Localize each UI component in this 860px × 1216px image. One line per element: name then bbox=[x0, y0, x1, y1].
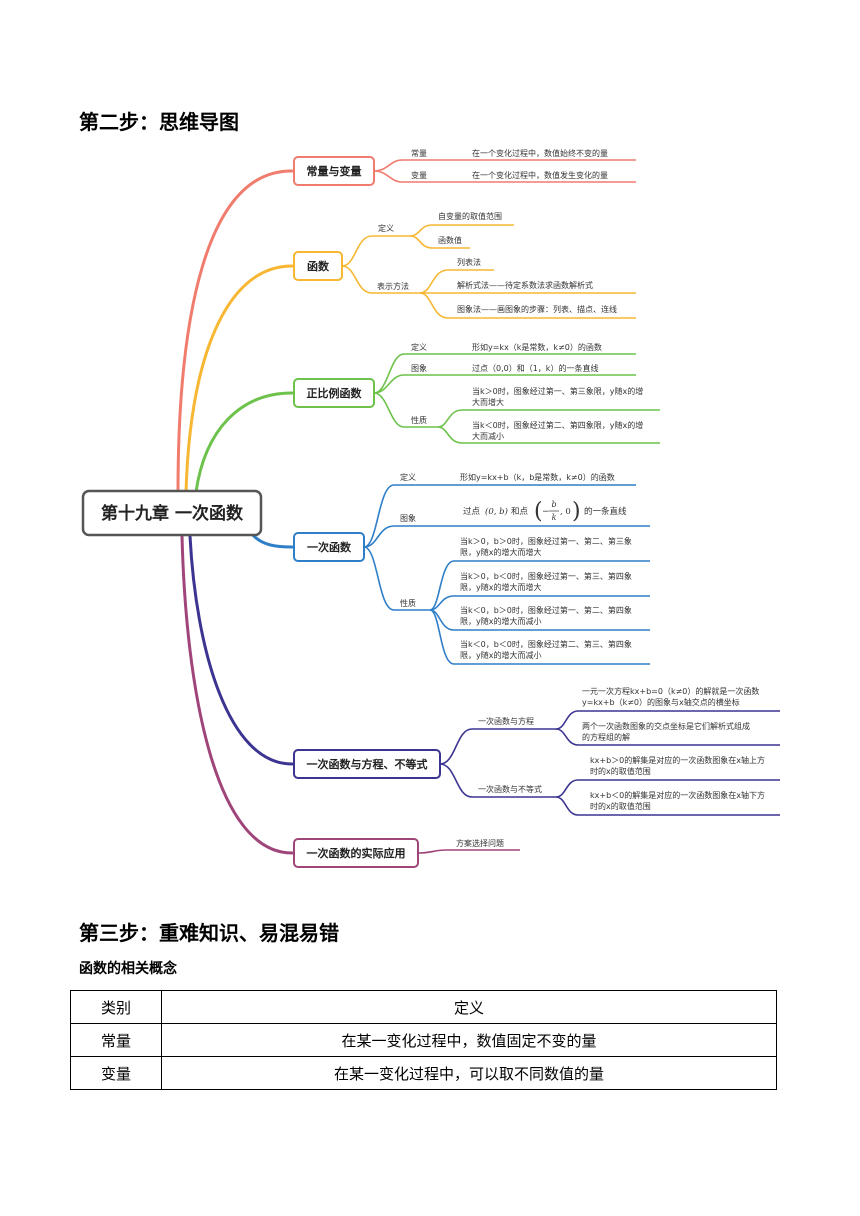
branch-equations-inequalities: 一次函数与方程、不等式 一次函数与方程 一元一次方程kx+b=0（k≠0）的解就… bbox=[293, 686, 780, 816]
b4-img-den: k bbox=[552, 513, 557, 522]
b3-img-label: 图象 bbox=[411, 363, 427, 373]
b4-prop3-line2: 限，y随x的增大而减小 bbox=[460, 616, 541, 626]
b4-prop-label: 性质 bbox=[400, 598, 416, 608]
b4-img-formula: 过点 (0, b) 和点 ( − b k , 0 ) 的一条直线 bbox=[463, 499, 627, 524]
b4-prop4-line1: 当k＜0，b＜0时，图象经过第二、第三、第四象 bbox=[460, 639, 632, 649]
b1-text-variable: 在一个变化过程中，数值发生变化的量 bbox=[472, 170, 608, 180]
trunk-branch5 bbox=[188, 534, 294, 766]
table-cell: 在某一变化过程中，数值固定不变的量 bbox=[161, 1023, 777, 1057]
b3-prop1-line2: 大而增大 bbox=[472, 397, 504, 407]
branch-function: 函数 定义 自变量的取值范围 函数值 表示方法 列表法 解析式法——待定系数法求… bbox=[293, 211, 636, 319]
branch5-title: 一次函数与方程、不等式 bbox=[307, 757, 428, 771]
b5-ineq2-line2: 时的x的取值范围 bbox=[590, 801, 651, 811]
b4-img-minus: − bbox=[542, 507, 550, 517]
b5-ineq1-line1: kx+b＞0的解集是对应的一次函数图象在x轴上方 bbox=[590, 755, 765, 765]
trunk-branch6 bbox=[180, 534, 294, 855]
trunk-branch1 bbox=[176, 169, 294, 494]
branch1-title: 常量与变量 bbox=[307, 164, 362, 178]
b4-prop4-line2: 限，y随x的增大而减小 bbox=[460, 650, 541, 660]
b2-rep-item2: 解析式法——待定系数法求函数解析式 bbox=[457, 280, 593, 290]
section-title: 函数的相关概念 bbox=[79, 961, 177, 977]
b1-label-constant: 常量 bbox=[411, 149, 427, 158]
b6-item: 方案选择问题 bbox=[456, 838, 504, 848]
table-header-definition: 定义 bbox=[161, 990, 777, 1024]
trunk-branch2 bbox=[184, 264, 294, 494]
step3-heading: 第三步：重难知识、易混易错 bbox=[79, 921, 339, 945]
branch-applications: 一次函数的实际应用 方案选择问题 bbox=[293, 838, 520, 868]
b4-prop1-line2: 限，y随x的增大而增大 bbox=[460, 547, 541, 557]
b4-img-tail: , 0 bbox=[560, 507, 571, 517]
trunk-branch3 bbox=[194, 391, 294, 494]
table-cell: 变量 bbox=[70, 1056, 162, 1090]
b3-def-label: 定义 bbox=[411, 342, 427, 352]
b4-def-text: 形如y=kx+b（k，b是常数，k≠0）的函数 bbox=[460, 472, 615, 482]
b5-ineq2-line1: kx+b＜0的解集是对应的一次函数图象在x轴下方 bbox=[590, 790, 765, 800]
table-cell: 常量 bbox=[70, 1023, 162, 1057]
b4-img-label: 图象 bbox=[400, 513, 416, 523]
b4-img-lparen: ( bbox=[534, 499, 543, 524]
b5-eq1-line2: y=kx+b（k≠0）的图象与x轴交点的横坐标 bbox=[582, 697, 740, 707]
b4-prop2-line1: 当k＞0，b＜0时，图象经过第一、第三、第四象 bbox=[460, 571, 632, 581]
b4-prop2-line2: 限，y随x的增大而增大 bbox=[460, 582, 541, 592]
step2-heading: 第二步：思维导图 bbox=[79, 110, 239, 134]
branch-constants-variables: 常量与变量 常量 在一个变化过程中，数值始终不变的量 变量 在一个变化过程中，数… bbox=[293, 148, 636, 186]
b5-ineq-label: 一次函数与不等式 bbox=[478, 784, 542, 794]
branch-linear-function: 一次函数 定义 形如y=kx+b（k，b是常数，k≠0）的函数 图象 过点 (0… bbox=[293, 472, 650, 665]
table-row: 常量 在某一变化过程中，数值固定不变的量 bbox=[70, 1023, 777, 1057]
b3-img-text: 过点（0,0）和（1，k）的一条直线 bbox=[472, 363, 598, 373]
b2-def-item1: 自变量的取值范围 bbox=[438, 211, 502, 221]
b2-rep-label: 表示方法 bbox=[377, 281, 409, 291]
b4-img-rparen: ) bbox=[572, 499, 581, 524]
branch4-title: 一次函数 bbox=[307, 540, 352, 554]
b2-def-label: 定义 bbox=[378, 223, 394, 233]
b1-text-constant: 在一个变化过程中，数值始终不变的量 bbox=[472, 148, 608, 158]
branch2-title: 函数 bbox=[307, 259, 330, 273]
b4-img-post: 的一条直线 bbox=[584, 506, 627, 517]
b2-rep-item1: 列表法 bbox=[457, 257, 481, 267]
table-row: 变量 在某一变化过程中，可以取不同数值的量 bbox=[70, 1056, 777, 1090]
b3-prop2-line1: 当k＜0时，图象经过第二、第四象限，y随x的增 bbox=[472, 420, 643, 430]
mind-map: 第十九章 一次函数 常量与变量 常量 在一个变化过程中，数值始终不变的量 变量 … bbox=[81, 148, 780, 868]
root-title: 第十九章 一次函数 bbox=[101, 503, 244, 524]
b1-label-variable: 变量 bbox=[411, 170, 427, 180]
b5-ineq1-line2: 时的x的取值范围 bbox=[590, 766, 651, 776]
b2-def-item2: 函数值 bbox=[438, 235, 462, 245]
b4-img-pre: 过点 bbox=[463, 506, 481, 517]
b5-eq-label: 一次函数与方程 bbox=[478, 716, 534, 726]
b5-eq2-line2: 的方程组的解 bbox=[582, 732, 630, 742]
b3-prop2-line2: 大而减小 bbox=[472, 431, 504, 441]
branch6-title: 一次函数的实际应用 bbox=[307, 846, 406, 860]
b4-img-pt1: (0, b) bbox=[485, 506, 508, 517]
b5-eq1-line1: 一元一次方程kx+b=0（k≠0）的解就是一次函数 bbox=[582, 686, 759, 696]
b5-eq2-line1: 两个一次函数图象的交点坐标是它们解析式组成 bbox=[582, 721, 750, 731]
root-node: 第十九章 一次函数 bbox=[81, 489, 263, 537]
table-cell: 在某一变化过程中，可以取不同数值的量 bbox=[161, 1056, 777, 1090]
branch3-title: 正比例函数 bbox=[307, 386, 363, 400]
b3-prop-label: 性质 bbox=[411, 415, 427, 425]
b4-prop3-line1: 当k＜0，b＞0时，图象经过第一、第二、第四象 bbox=[460, 605, 632, 615]
b2-rep-item3: 图象法——画图象的步骤：列表、描点、连线 bbox=[457, 304, 617, 314]
table-header-row: 类别 定义 bbox=[70, 990, 777, 1024]
b4-img-and: 和点 bbox=[511, 507, 529, 517]
b4-prop1-line1: 当k＞0，b＞0时，图象经过第一、第二、第三象 bbox=[460, 536, 632, 546]
b4-img-num: b bbox=[551, 500, 556, 509]
branch-direct-proportion: 正比例函数 定义 形如y=kx（k是常数，k≠0）的函数 图象 过点（0,0）和… bbox=[293, 342, 660, 444]
b4-def-label: 定义 bbox=[400, 472, 416, 482]
trunk-branch4 bbox=[250, 532, 294, 549]
table-header-category: 类别 bbox=[70, 990, 162, 1024]
concepts-table: 类别 定义 常量 在某一变化过程中，数值固定不变的量 变量 在某一变化过程中，可… bbox=[70, 990, 777, 1090]
b3-prop1-line1: 当k＞0时，图象经过第一、第三象限，y随x的增 bbox=[472, 386, 643, 396]
b3-def-text: 形如y=kx（k是常数，k≠0）的函数 bbox=[472, 342, 602, 352]
